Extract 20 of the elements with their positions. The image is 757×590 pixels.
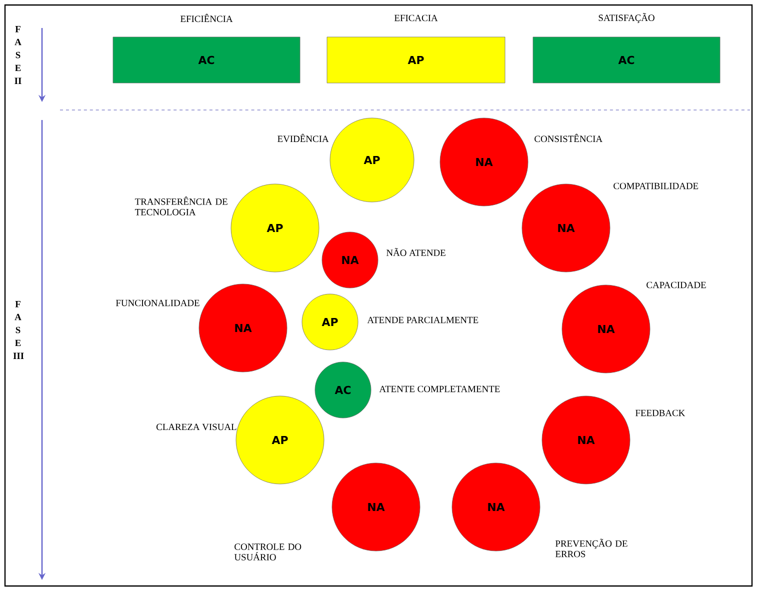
box-heading: SATISFAÇÃO [598, 13, 654, 23]
criterion-label: TRANSFERÊNCIA DE TECNOLOGIA [134, 196, 228, 216]
criterion-label: ATENTE COMPLETAMENTE [379, 386, 500, 392]
criterion-label: CONTROLE DO USUÁRIO [234, 544, 302, 560]
criterion-label: EVIDÊNCIA [278, 134, 329, 142]
phase-label: F A S E III [13, 300, 24, 359]
criterion-label: PREVENÇÃO DE ERROS [555, 538, 628, 558]
phase-label: F A S E II [14, 26, 22, 84]
rating-box: AC [112, 36, 300, 84]
criterion-label: CONSISTÊNCIA [534, 134, 602, 142]
criterion-label: ATENDE PARCIALMENTE [367, 316, 478, 324]
criterion-label: CLAREZA VISUAL [156, 424, 236, 430]
box-heading: EFICACIA [394, 14, 438, 22]
criterion-label: NÃO ATENDE [386, 248, 446, 256]
box-heading: EFICIÊNCIA [180, 14, 233, 22]
rating-box: AC [532, 36, 720, 84]
criterion-label: FEEDBACK [635, 410, 686, 416]
criterion-label: FUNCIONALIDADE [116, 300, 200, 306]
rating-box: AP [326, 36, 506, 84]
criterion-label: COMPATIBILIDADE [614, 182, 698, 190]
